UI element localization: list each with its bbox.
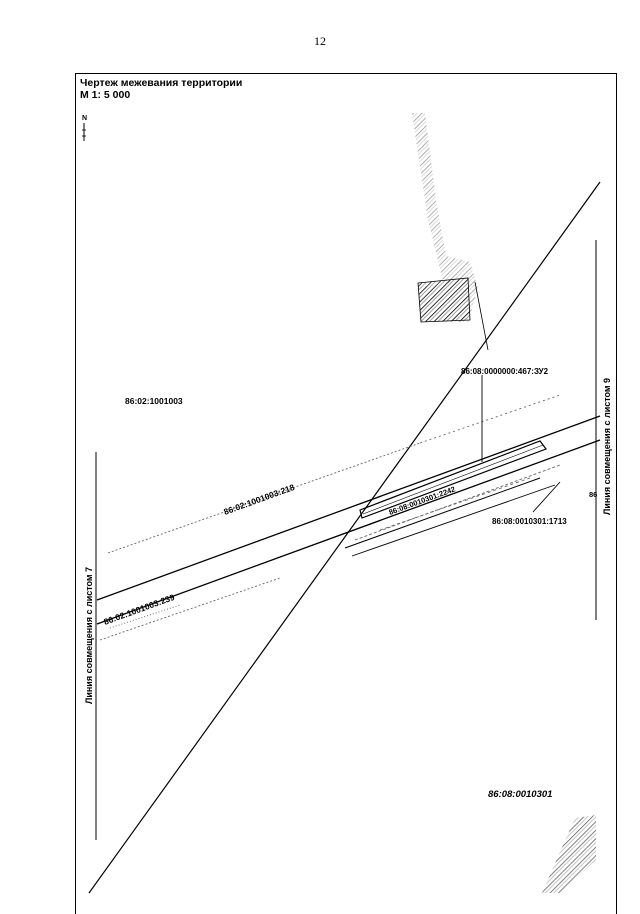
- corridor-line-lower: [96, 439, 601, 625]
- parcel-label-218: 86:02:1001003:218: [222, 482, 296, 517]
- leader-1713: [532, 481, 561, 513]
- parcel-label-1713: 86:08:0010301:1713: [492, 517, 567, 526]
- match-line-left-label: Линия совмещения с листом 7: [84, 567, 94, 704]
- north-letter: N: [82, 115, 87, 122]
- quarter-label-left: 86:02:1001003: [125, 396, 183, 406]
- corridor-line-upper: [96, 415, 601, 601]
- edge-fragment-label: 86: [589, 490, 597, 499]
- drawing-title: Чертеж межевания территории: [80, 77, 243, 89]
- map-frame: [75, 73, 617, 914]
- match-line-right-label: Линия совмещения с листом 9: [602, 378, 612, 515]
- quarter-label-right: 86:08:0010301: [488, 789, 552, 800]
- diagonal-boundary: [88, 181, 601, 894]
- north-arrow-icon: N: [82, 115, 87, 141]
- parcel-label-zu2: 86:08:0000000:467:ЗУ2: [461, 367, 549, 376]
- drawing-scale: М 1: 5 000: [80, 89, 131, 101]
- parcel-label-239: 86:02:1001003:239: [102, 592, 176, 627]
- page-number: 12: [314, 34, 326, 48]
- built-area-top: [412, 113, 489, 351]
- parcel-2242-outline: [359, 440, 547, 519]
- built-area-bottom: [542, 815, 596, 893]
- faint-parallel-lines: [99, 394, 561, 641]
